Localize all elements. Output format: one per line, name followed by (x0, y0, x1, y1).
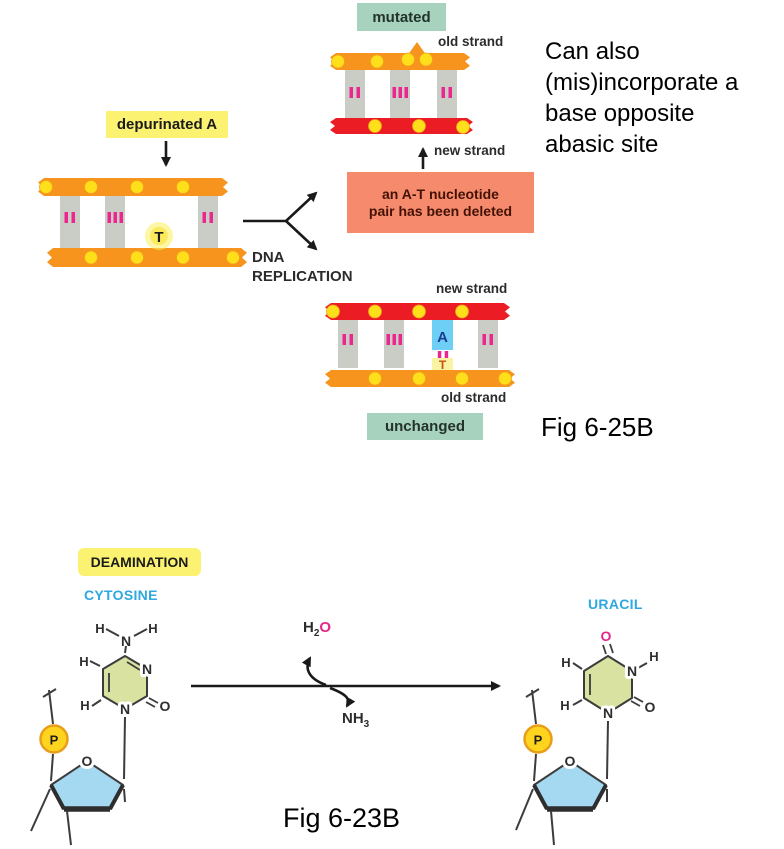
h-atom: H (148, 621, 157, 636)
old-strand-label-top: old strand (438, 34, 504, 49)
base-pair-blocks (60, 196, 218, 248)
o-atom-carbonyl: O (645, 699, 656, 715)
phosphate-dots (331, 52, 470, 134)
cytosine-label: CYTOSINE (84, 587, 158, 603)
water-sub2: 2 (313, 628, 320, 639)
orange-strand-old (330, 53, 470, 70)
n-atom-amino: N (121, 633, 131, 649)
ammonia-sub3: 3 (363, 719, 370, 730)
n1-atom: N (603, 705, 613, 721)
n3-atom: N (142, 661, 152, 677)
base-a-box (432, 320, 453, 350)
water-h: H (303, 619, 314, 636)
new-strand-label-top: new strand (434, 143, 506, 158)
base-pair-blocks (338, 320, 498, 368)
hydrogen-bonds (64, 212, 213, 223)
depurinated-a-label: depurinated A (106, 111, 228, 138)
deleted-note-line1: an A-T nucleotide (382, 185, 499, 202)
h-atom: H (80, 698, 89, 713)
uracil-label: URACIL (588, 596, 643, 612)
o-atom-sugar: O (565, 753, 576, 769)
phosphate-dots (326, 304, 512, 386)
base-t-box (432, 358, 453, 371)
base-t-letter: T (154, 229, 163, 246)
base-t-letter: T (439, 358, 447, 372)
old-strand-label-bottom: old strand (441, 390, 507, 405)
depurinated-duplex: T (38, 141, 247, 267)
h-atom: H (79, 654, 88, 669)
mutated-duplex (330, 42, 473, 169)
base-a-letter: A (437, 329, 448, 346)
dna-replication-line2: REPLICATION (252, 268, 353, 285)
n3-atom: N (627, 663, 637, 679)
orange-strand-bottom (47, 248, 247, 267)
water-o: O (319, 619, 332, 636)
unchanged-label: unchanged (367, 413, 483, 440)
h-atom: H (560, 698, 569, 713)
new-strand-label-bottom: new strand (436, 281, 508, 296)
side-annotation: Can also (mis)incorporate a base opposit… (545, 36, 738, 160)
cytosine-ring (102, 655, 148, 710)
figure-623b-caption: Fig 6-23B (283, 803, 401, 833)
o-atom-sugar: O (82, 753, 93, 769)
uracil-ring (583, 655, 633, 714)
mutated-label: mutated (357, 3, 446, 31)
reaction-arrows (191, 656, 501, 708)
water-in-curve (301, 656, 327, 687)
side-annotation-line3: base opposite (545, 100, 695, 127)
h-atom: H (649, 649, 658, 664)
red-strand-new (330, 118, 473, 134)
hydrogen-bonds (349, 87, 452, 98)
ammonia-formula: NH3 (342, 710, 369, 730)
o-atom-top: O (601, 628, 612, 644)
dna-replication-label: DNA REPLICATION (252, 248, 353, 286)
side-annotation-line1: Can also (545, 38, 640, 65)
side-annotation-line4: abasic site (545, 131, 659, 158)
base-pair-blocks (345, 70, 457, 118)
cytosine-nucleotide: H N H H H N N O O P (30, 621, 171, 846)
h-atom: H (561, 655, 570, 670)
deleted-pair-note: an A-T nucleotide pair has been deleted (347, 172, 534, 233)
hydrogen-bonds (342, 334, 493, 359)
phosphate-group (523, 724, 553, 754)
figure-625b-caption: Fig 6-25B (541, 412, 654, 442)
phosphate-dots (39, 180, 240, 265)
deamination-label: DEAMINATION (78, 548, 201, 576)
uracil-nucleotide: O N H O H H N O P (515, 628, 659, 846)
o-atom-carbonyl: O (160, 698, 171, 714)
ammonia-out-curve (329, 686, 356, 708)
replication-fork-arrows (243, 191, 318, 251)
ammonia-nh: NH (342, 710, 364, 727)
unchanged-duplex: A T (325, 303, 515, 387)
phosphate-group (39, 724, 69, 754)
p-atom: P (50, 733, 59, 748)
h-atom: H (95, 621, 104, 636)
n1-atom: N (120, 701, 130, 717)
dna-replication-line1: DNA (252, 249, 285, 266)
side-annotation-line2: (mis)incorporate a (545, 69, 739, 96)
water-formula: H2O (303, 619, 331, 639)
abasic-site-t: T (145, 222, 173, 250)
deleted-note-line2: pair has been deleted (368, 202, 513, 219)
p-atom: P (534, 733, 543, 748)
